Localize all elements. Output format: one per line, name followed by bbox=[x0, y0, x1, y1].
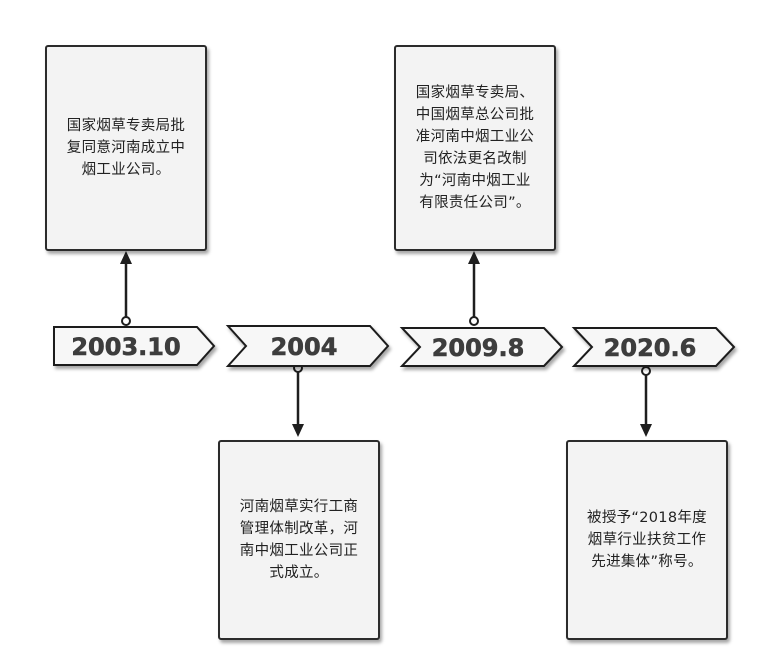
year-arrow-2003-10 bbox=[53, 326, 216, 366]
year-arrow-2009-8 bbox=[399, 327, 564, 367]
connector-2009-8 bbox=[468, 251, 480, 326]
event-card: 国家烟草专卖局批 复同意河南成立中 烟工业公司。 bbox=[45, 45, 207, 251]
year-label: 2009.8 bbox=[432, 334, 525, 362]
event-description: 国家烟草专卖局、 中国烟草总公司批 准河南中烟工业公 司依法更名改制 为“河南中… bbox=[415, 85, 535, 211]
event-description: 国家烟草专卖局批 复同意河南成立中 烟工业公司。 bbox=[66, 118, 186, 178]
year-label: 2020.6 bbox=[604, 334, 697, 362]
year-arrow-2004 bbox=[225, 325, 390, 367]
connector-2020-6 bbox=[640, 366, 652, 437]
connector-2003-10 bbox=[120, 251, 132, 326]
year-label: 2004 bbox=[271, 333, 338, 361]
event-card: 河南烟草实行工商 管理体制改革，河 南中烟工业公司正 式成立。 bbox=[218, 440, 380, 640]
event-card: 国家烟草专卖局、 中国烟草总公司批 准河南中烟工业公 司依法更名改制 为“河南中… bbox=[394, 45, 556, 251]
year-label: 2003.10 bbox=[71, 333, 180, 361]
event-card: 被授予“2018年度 烟草行业扶贫工作 先进集体”称号。 bbox=[566, 440, 728, 640]
year-arrow-2020-6 bbox=[571, 327, 736, 367]
connector-2004 bbox=[292, 363, 304, 437]
event-description: 河南烟草实行工商 管理体制改革，河 南中烟工业公司正 式成立。 bbox=[239, 499, 359, 581]
event-description: 被授予“2018年度 烟草行业扶贫工作 先进集体”称号。 bbox=[587, 510, 707, 570]
